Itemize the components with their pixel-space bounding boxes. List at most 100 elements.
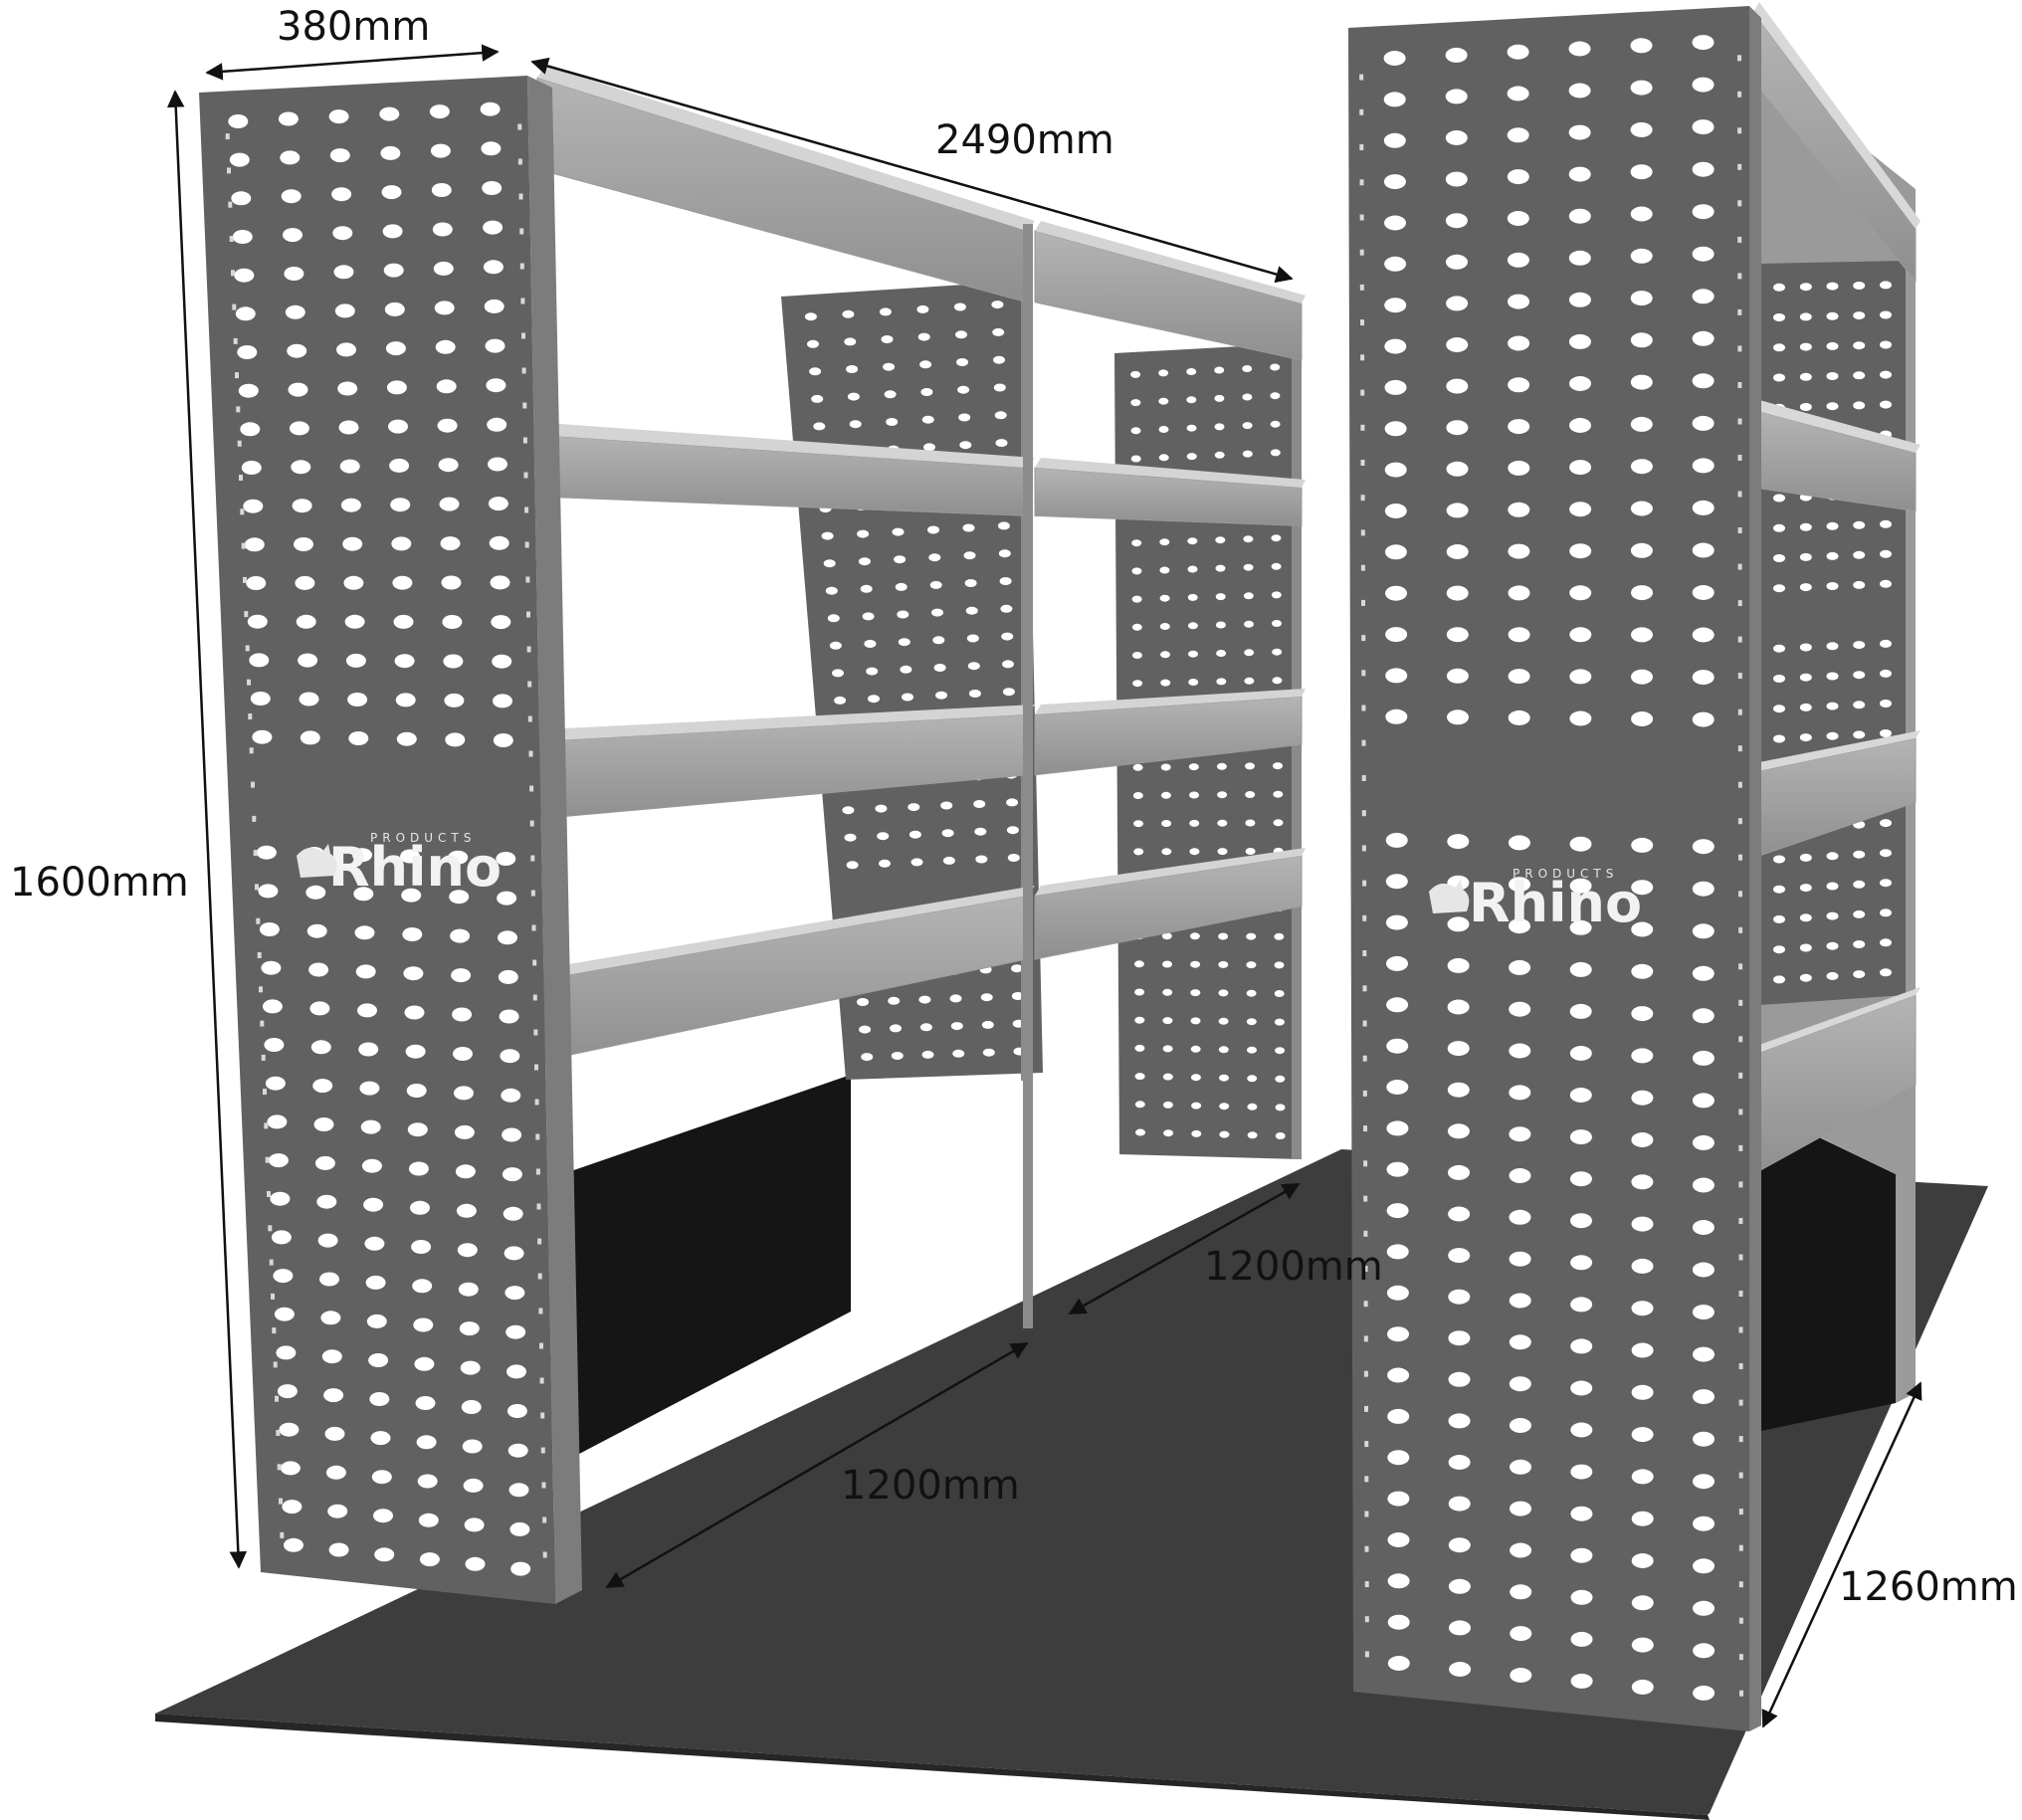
- edge-slot: [1737, 745, 1742, 752]
- shelf-lip-bay2-level-2: [1035, 458, 1306, 488]
- perforation-hole: [941, 829, 954, 838]
- perforation-hole: [1189, 819, 1200, 827]
- perforation-hole: [488, 457, 507, 472]
- perforation-hole: [1799, 342, 1812, 351]
- perforation-hole: [1826, 402, 1839, 411]
- edge-slot: [529, 820, 534, 827]
- perforation-hole: [1445, 130, 1468, 145]
- perforation-hole: [1631, 1006, 1654, 1022]
- perforation-hole: [1853, 850, 1866, 859]
- perforation-hole: [1244, 677, 1255, 685]
- perforation-hole: [1509, 1168, 1531, 1183]
- perforation-hole: [393, 614, 414, 629]
- perforation-hole: [1386, 1080, 1409, 1095]
- perforation-hole: [1693, 1516, 1715, 1531]
- perforation-hole: [1880, 909, 1892, 917]
- edge-slot: [518, 193, 523, 200]
- perforation-hole: [1692, 119, 1715, 135]
- edge-slot: [534, 1099, 539, 1106]
- perforation-hole: [418, 1513, 439, 1527]
- perforation-hole: [1186, 453, 1197, 461]
- perforation-hole: [277, 1384, 298, 1399]
- perforation-hole: [345, 653, 366, 668]
- edge-slot: [1359, 179, 1364, 186]
- perforation-hole: [1242, 450, 1253, 458]
- perforation-hole: [1217, 819, 1228, 827]
- perforation-hole: [1132, 680, 1143, 688]
- perforation-hole: [339, 459, 360, 474]
- perforation-hole: [895, 582, 908, 591]
- perforation-hole: [1384, 421, 1407, 437]
- edge-slot: [533, 1029, 538, 1036]
- perforation-hole: [1508, 460, 1530, 476]
- perforation-hole: [1243, 592, 1254, 600]
- perforation-hole: [1448, 1330, 1471, 1346]
- perforation-hole: [488, 497, 508, 511]
- perforation-hole: [928, 553, 941, 562]
- edge-slot: [265, 1156, 270, 1163]
- perforation-hole: [1692, 881, 1715, 897]
- perforation-hole: [1214, 366, 1225, 374]
- edge-slot: [1738, 1254, 1743, 1261]
- perforation-hole: [404, 1005, 425, 1020]
- perforation-hole: [1244, 649, 1255, 657]
- edge-slot: [1362, 1055, 1367, 1062]
- perforation-hole: [1569, 543, 1592, 559]
- perforation-hole: [1132, 792, 1143, 799]
- perforation-hole: [502, 1127, 522, 1142]
- edge-slot: [527, 715, 532, 722]
- shelf-lip-bay2-level-3: [1035, 689, 1306, 714]
- perforation-hole: [270, 1191, 291, 1206]
- perforation-hole: [1132, 763, 1143, 771]
- edge-slot: [1738, 1399, 1743, 1406]
- edge-slot: [521, 332, 525, 339]
- edge-slot: [1737, 636, 1742, 643]
- perforation-hole: [381, 185, 402, 200]
- perforation-hole: [1630, 291, 1653, 306]
- edge-slot: [1737, 491, 1742, 498]
- edge-slot: [1738, 1617, 1743, 1624]
- perforation-hole: [1568, 292, 1591, 307]
- perforation-hole: [355, 964, 376, 979]
- edge-slot: [524, 541, 529, 548]
- perforation-hole: [1162, 960, 1172, 968]
- perforation-hole: [243, 499, 264, 513]
- floor-width-label: 1260mm: [1839, 1564, 2018, 1610]
- perforation-hole: [310, 1040, 331, 1055]
- perforation-hole: [1630, 38, 1653, 54]
- perforation-hole: [505, 1286, 525, 1301]
- perforation-hole: [1692, 77, 1715, 93]
- edge-slot: [1738, 1326, 1743, 1333]
- edge-slot: [530, 890, 535, 897]
- edge-slot: [249, 747, 254, 754]
- perforation-hole: [1243, 563, 1254, 571]
- perforation-hole: [1161, 932, 1172, 940]
- perforation-hole: [314, 1155, 335, 1170]
- perforation-hole: [1631, 1553, 1654, 1568]
- perforation-hole: [408, 1161, 429, 1176]
- perforation-hole: [1853, 311, 1866, 320]
- perforation-hole: [962, 523, 975, 532]
- edge-slot: [527, 681, 532, 688]
- edge-slot: [1737, 673, 1742, 680]
- perforation-hole: [1131, 623, 1142, 631]
- edge-slot: [525, 576, 530, 583]
- edge-slot: [537, 1238, 542, 1245]
- perforation-hole: [1447, 1123, 1470, 1139]
- perforation-hole: [968, 690, 981, 698]
- edge-slot: [1364, 1405, 1368, 1412]
- perforation-hole: [456, 1203, 477, 1218]
- perforation-hole: [388, 419, 408, 434]
- logo-wordmark-right: Rhino: [1469, 872, 1642, 934]
- perforation-hole: [1130, 455, 1141, 463]
- perforation-hole: [340, 498, 361, 512]
- perforation-hole: [1692, 246, 1715, 262]
- perforation-hole: [379, 106, 400, 121]
- perforation-hole: [1631, 880, 1654, 896]
- perforation-hole: [1692, 542, 1715, 558]
- perforation-hole: [1799, 733, 1812, 742]
- perforation-hole: [1631, 627, 1653, 643]
- perforation-hole: [507, 1443, 528, 1458]
- perforation-hole: [229, 152, 250, 167]
- edge-slot: [1364, 1651, 1369, 1658]
